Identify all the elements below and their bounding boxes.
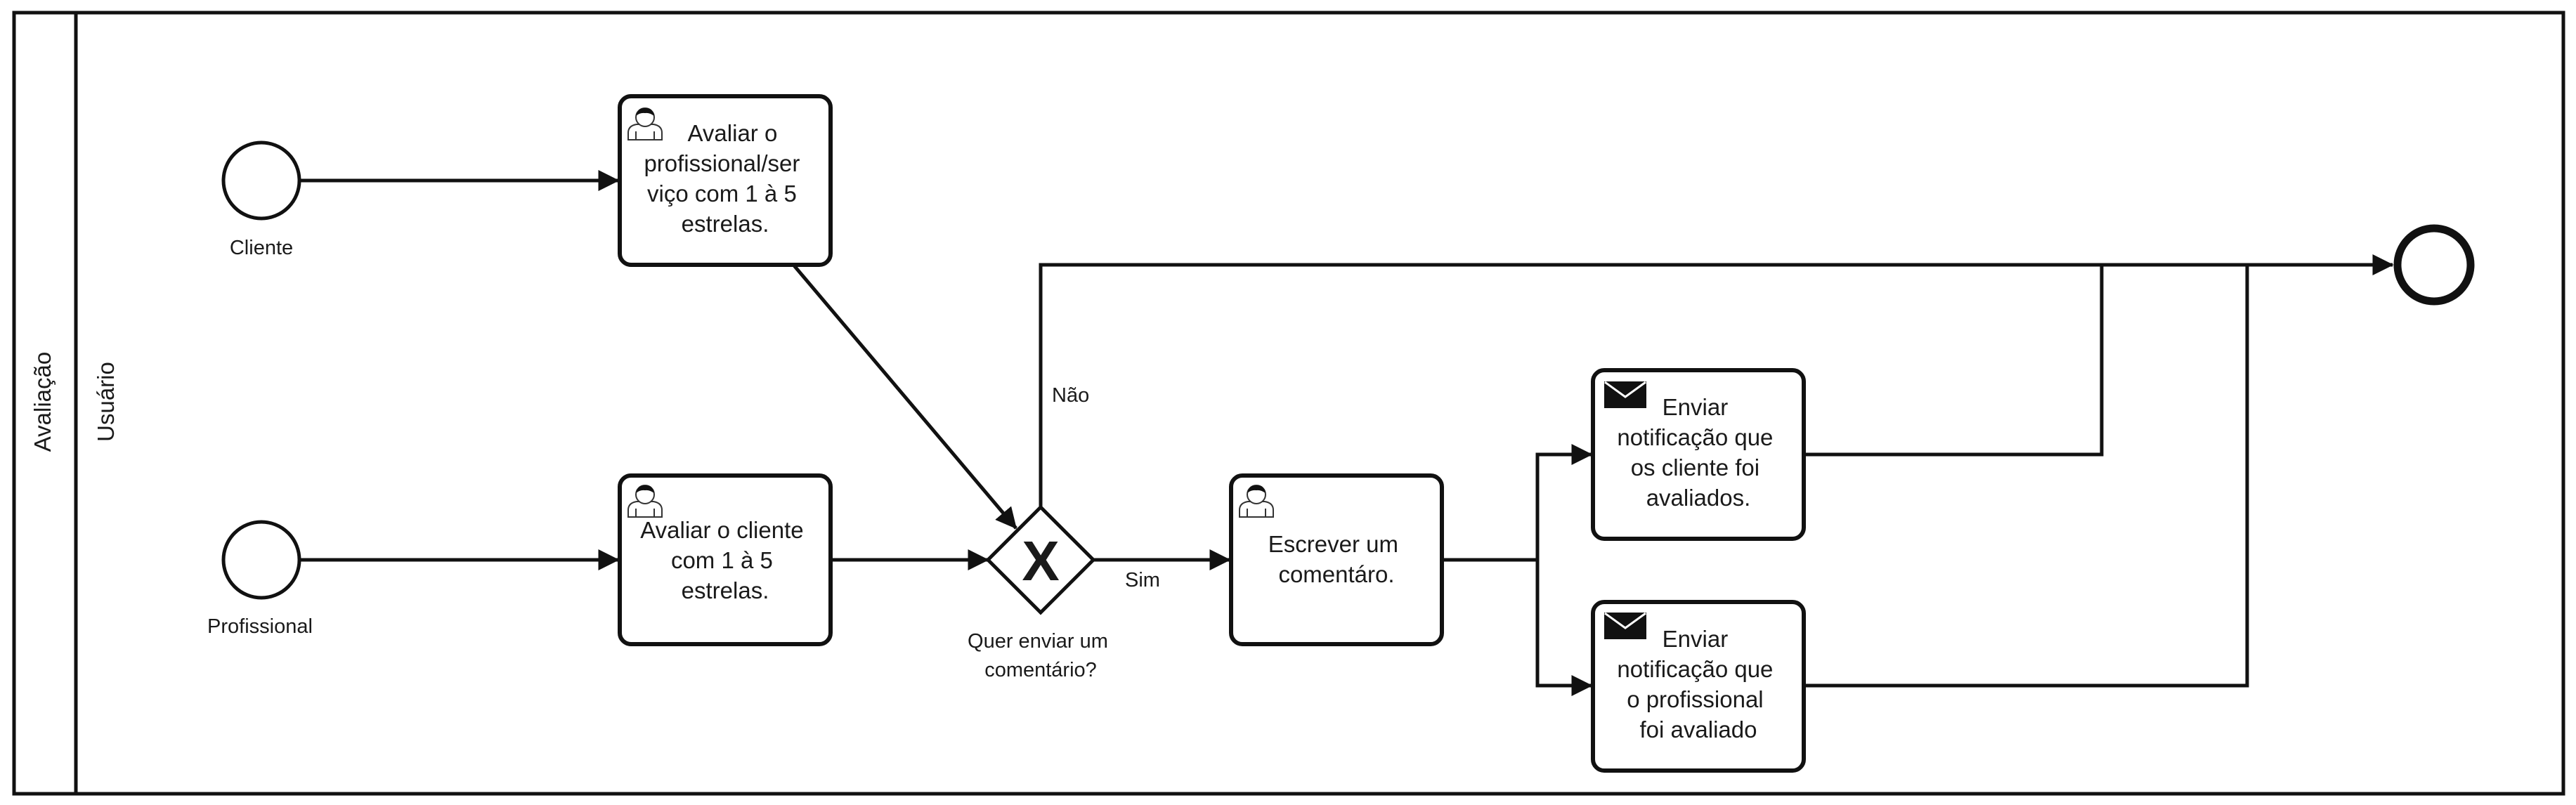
task-avaliar-cliente[interactable]: Avaliar o cliente com 1 à 5 estrelas.: [618, 473, 833, 646]
pool[interactable]: Avaliação: [12, 11, 2565, 796]
task-text-line: Escrever um: [1268, 531, 1398, 557]
task-text-line: Avaliar o cliente: [640, 517, 803, 543]
task-text-line: estrelas.: [682, 211, 769, 237]
gateway-x-icon: X: [1022, 530, 1059, 592]
task-text-line: Enviar: [1663, 394, 1729, 420]
svg-text:Escrever um comentáro.: Escrever um comentáro.: [1268, 531, 1405, 587]
svg-text:Enviar notificação que: Enviar notificação que o profissional fo…: [1617, 626, 1779, 742]
task-notificar-cliente[interactable]: Enviar notificação que os cliente foi av…: [1591, 368, 1806, 541]
lane[interactable]: Usuário: [93, 362, 119, 442]
envelope-icon: [1603, 611, 1648, 641]
flow-avaliar-profissional-to-gateway[interactable]: [793, 264, 1017, 530]
task-text-line: comentáro.: [1278, 561, 1394, 587]
flow-label-yes: Sim: [1125, 569, 1160, 591]
task-escrever-comentario[interactable]: Escrever um comentáro.: [1229, 473, 1444, 646]
flow-comentario-to-notificar-cliente[interactable]: [1442, 444, 1593, 562]
envelope-icon: [1603, 380, 1648, 410]
task-avaliar-profissional[interactable]: Avaliar o profissional/ser viço com 1 à …: [618, 94, 833, 267]
flow-comentario-to-notificar-profissional[interactable]: [1535, 560, 1593, 696]
svg-text:Avaliar o cliente com 1: Avaliar o cliente com 1 à 5 estrelas.: [640, 517, 810, 603]
task-text-line: notificação que: [1617, 656, 1773, 682]
task-text-line: viço com 1 à 5: [647, 181, 797, 207]
task-text-line: Avaliar o: [688, 120, 778, 146]
svg-text:Enviar notificação que: Enviar notificação que os cliente foi av…: [1617, 394, 1779, 511]
flow-notificar-profissional-to-end[interactable]: [1805, 265, 2249, 688]
start-event-cliente-label: Cliente: [230, 237, 293, 259]
task-text-line: com 1 à 5: [671, 547, 773, 573]
flow-notificar-cliente-to-end[interactable]: [1805, 265, 2104, 457]
task-notificar-profissional[interactable]: Enviar notificação que o profissional fo…: [1591, 600, 1806, 773]
lane-title: Usuário: [93, 362, 119, 442]
task-text-line: notificação que: [1617, 424, 1773, 450]
start-event-profissional[interactable]: Profissional: [207, 520, 313, 638]
task-text-line: os cliente foi: [1631, 454, 1759, 480]
svg-text:Avaliar o profissional/s: Avaliar o profissional/ser viço com 1 à …: [644, 120, 806, 237]
task-text-line: estrelas.: [682, 577, 769, 603]
sequence-flows: Não Sim: [300, 170, 2394, 696]
flow-gateway-no-to-end[interactable]: [1039, 254, 2394, 507]
flow-label-no: Não: [1052, 384, 1089, 407]
pool-title: Avaliação: [30, 352, 56, 452]
task-text-line: foi avaliado: [1640, 716, 1757, 742]
task-text-line: Enviar: [1663, 626, 1729, 652]
gateway-label-line: Quer enviar um: [968, 630, 1108, 653]
task-text-line: o profissional: [1627, 686, 1763, 712]
end-event[interactable]: [2393, 224, 2475, 306]
task-text-line: profissional/ser: [644, 150, 800, 176]
gateway-label-line: comentário?: [984, 659, 1097, 681]
svg-text:Quer enviar um comentári: Quer enviar um comentário?: [968, 630, 1114, 681]
start-event-profissional-label: Profissional: [207, 615, 313, 638]
start-event-cliente[interactable]: Cliente: [221, 140, 301, 259]
task-text-line: avaliados.: [1646, 485, 1751, 511]
exclusive-gateway[interactable]: X Quer enviar um comentário?: [968, 504, 1114, 681]
